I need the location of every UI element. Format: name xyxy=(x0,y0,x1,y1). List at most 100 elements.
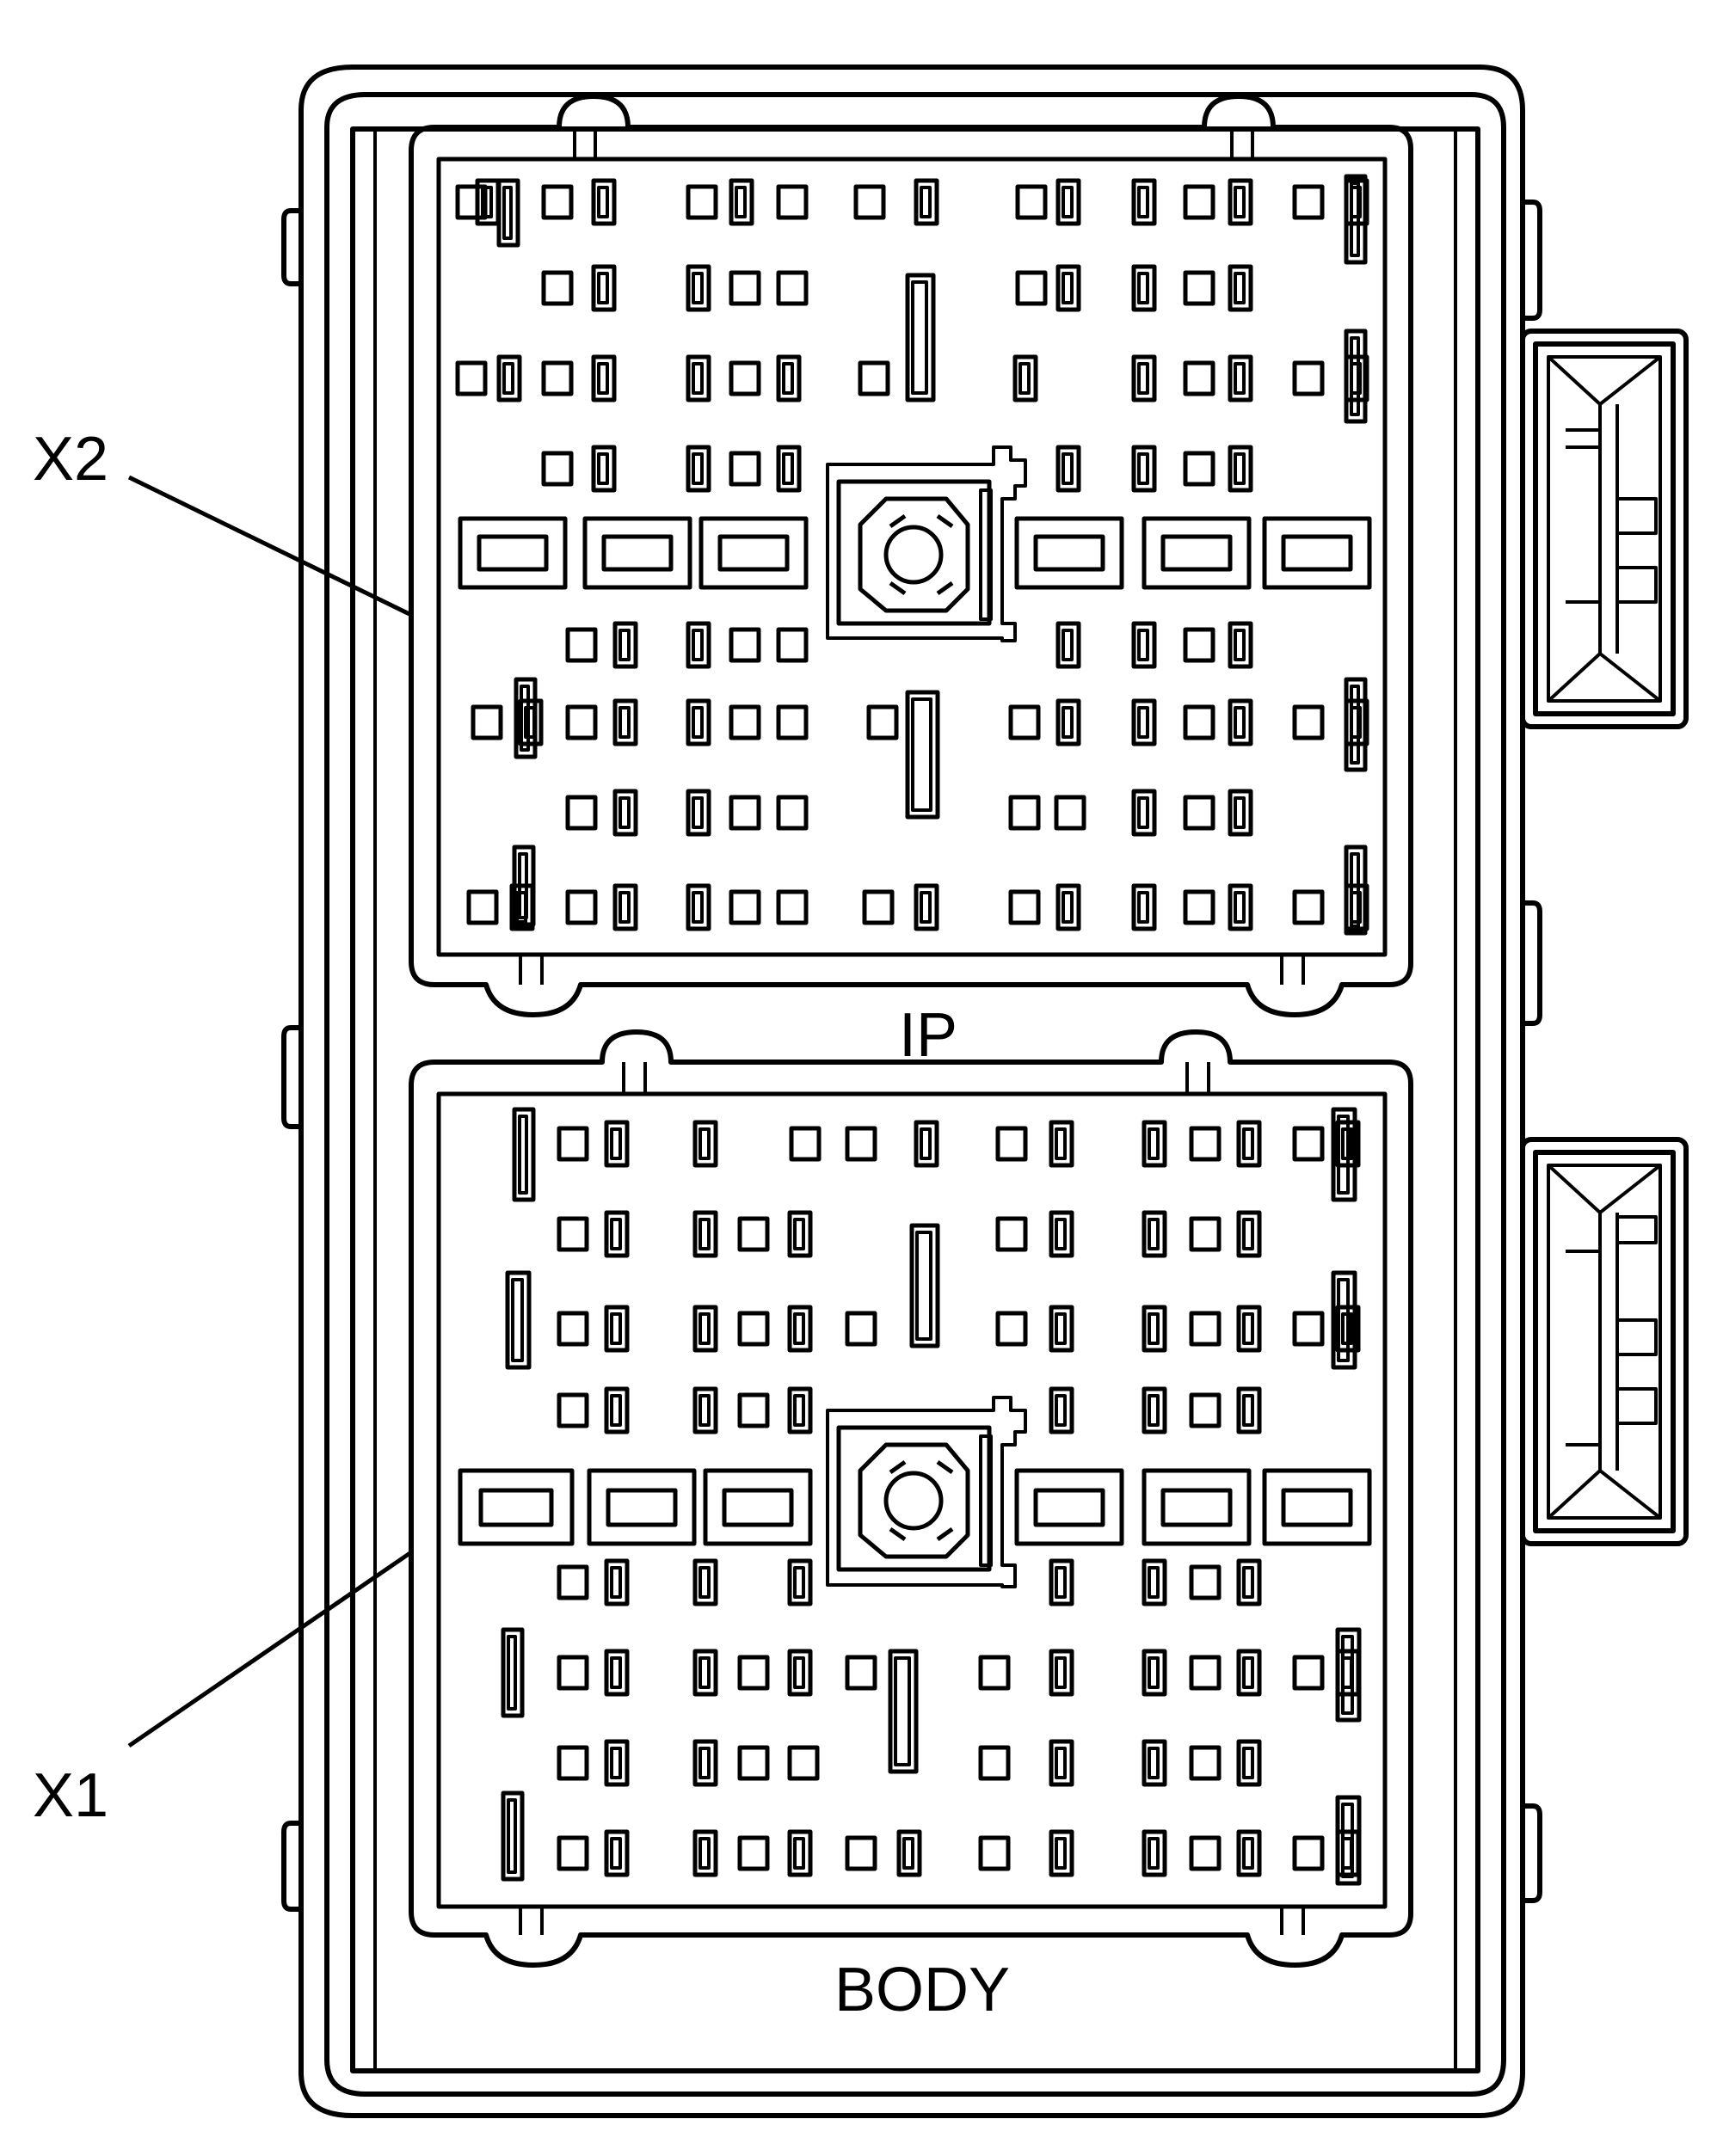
housing-right-bump-2 xyxy=(1523,900,1542,1026)
terminal-cavity xyxy=(1292,1311,1325,1347)
terminal-cavity-tall xyxy=(1236,1210,1262,1258)
terminal-cavity-tall xyxy=(604,1386,630,1434)
terminal-cavity-tall xyxy=(1236,1649,1262,1697)
terminal-cavity-tall xyxy=(1012,354,1038,402)
terminal-cavity-inner xyxy=(518,852,528,919)
terminal-cavity-tall xyxy=(1049,1210,1074,1258)
terminal-cavity-inner xyxy=(920,1127,932,1160)
fuse-slot xyxy=(1014,516,1124,590)
terminal-cavity xyxy=(853,184,886,220)
terminal-cavity-inner xyxy=(1242,1218,1254,1250)
terminal-cavity-tall xyxy=(591,354,617,402)
terminal-cavity-tall xyxy=(686,354,711,402)
terminal-cavity-inner xyxy=(1055,1394,1067,1427)
fuse-slot xyxy=(703,1468,813,1546)
terminal-cavity-tall xyxy=(1049,1829,1074,1877)
terminal-cavity-tall xyxy=(692,1739,718,1787)
terminal-cavity-inner xyxy=(902,1837,914,1870)
terminal-cavity-tall xyxy=(1228,789,1253,837)
terminal-cavity-tall xyxy=(787,1386,813,1434)
terminal-cavity-tall xyxy=(1142,1829,1167,1877)
terminal-cavity-inner xyxy=(1137,796,1149,829)
terminal-cavity xyxy=(1008,795,1041,831)
terminal-cavity-inner xyxy=(698,1394,711,1427)
housing-panel xyxy=(350,126,1480,2073)
terminal-cavity-tall xyxy=(692,1829,718,1877)
terminal-cavity-tall xyxy=(612,883,638,931)
housing-inner-outline xyxy=(324,92,1506,2097)
terminal-cavity-tall xyxy=(1228,698,1253,746)
terminal-cavity-inner xyxy=(610,1747,622,1779)
terminal-cavity-tall xyxy=(1142,1739,1167,1787)
leader-line-x1 xyxy=(127,1550,413,1748)
terminal-cavity-inner xyxy=(502,362,514,395)
leader-line-x2 xyxy=(127,475,413,617)
terminal-cavity xyxy=(978,1655,1011,1691)
terminal-cavity xyxy=(557,1311,589,1347)
terminal-cavity-tall xyxy=(1331,1107,1357,1202)
terminal-cavity-inner xyxy=(1148,1312,1160,1345)
housing-right-bump-1 xyxy=(1523,200,1542,321)
terminal-cavity-tall xyxy=(1049,1739,1074,1787)
terminal-cavity-tall xyxy=(1236,1558,1262,1606)
terminal-cavities-x1 xyxy=(501,1107,1362,1886)
terminal-cavity-tall xyxy=(1228,264,1253,312)
terminal-cavity-inner xyxy=(481,186,493,218)
terminal-cavity-tall xyxy=(514,677,538,759)
terminal-cavity-inner xyxy=(1341,1635,1354,1715)
terminal-cavity xyxy=(565,627,598,663)
terminal-cavity-tall xyxy=(512,845,536,927)
terminal-cavity xyxy=(686,184,718,220)
terminal-cavity-inner xyxy=(1137,272,1149,304)
terminal-cavity xyxy=(466,889,499,925)
terminal-cavity xyxy=(776,270,809,306)
terminal-cavity-tall xyxy=(1142,1210,1167,1258)
terminal-cavity xyxy=(1292,184,1325,220)
terminal-cavity-inner xyxy=(1242,1394,1254,1427)
terminal-cavity-tall xyxy=(505,1270,532,1370)
terminal-cavity-inner xyxy=(1055,1747,1067,1779)
terminal-cavity-tall xyxy=(686,789,711,837)
terminal-cavity-inner xyxy=(1350,852,1360,928)
terminal-cavity-inner xyxy=(1234,629,1246,661)
connector-x1-frame xyxy=(409,1029,1413,1968)
connector-label-x2: X2 xyxy=(33,425,108,494)
fuse-row-x1 xyxy=(458,1468,1372,1546)
terminal-cavity-inner xyxy=(507,1798,517,1874)
terminal-cavity-inner xyxy=(597,452,609,485)
terminal-cavity-tall xyxy=(1236,1386,1262,1434)
terminal-cavity-tall xyxy=(1049,1558,1074,1606)
terminal-cavity-inner xyxy=(1137,452,1149,485)
terminal-cavity-inner xyxy=(1137,706,1149,739)
terminal-cavity-inner xyxy=(1062,629,1074,661)
terminal-cavity xyxy=(729,704,761,740)
terminal-cavity-tall xyxy=(686,445,711,493)
terminal-cavity-tall xyxy=(1236,1305,1262,1353)
terminal-cavity-tall xyxy=(787,1210,813,1258)
fuse-slot xyxy=(1262,516,1372,590)
terminal-cavity-tall xyxy=(692,1558,718,1606)
terminal-cavity-inner xyxy=(1148,1218,1160,1250)
terminal-cavity xyxy=(729,795,761,831)
terminal-cavity xyxy=(1183,360,1215,396)
terminal-cavity xyxy=(1189,1216,1222,1252)
terminal-cavity xyxy=(787,1745,820,1781)
terminal-cavity-tall xyxy=(1335,1795,1362,1886)
terminal-cavity-inner xyxy=(915,1231,932,1341)
terminal-cavity-tall xyxy=(1131,445,1157,493)
terminal-cavity-tall xyxy=(686,264,711,312)
housing-left-bump-2 xyxy=(281,1025,301,1129)
terminal-cavity-inner xyxy=(698,1127,711,1160)
terminal-cavity xyxy=(557,1564,589,1600)
terminal-cavity-inner xyxy=(610,1312,622,1345)
terminal-cavity-tall xyxy=(604,1558,630,1606)
terminal-cavity xyxy=(737,1655,770,1691)
terminal-cavity-tall xyxy=(1344,329,1368,424)
terminal-cavity-inner xyxy=(793,1837,805,1870)
terminal-cavity xyxy=(541,184,574,220)
terminal-cavity xyxy=(1008,889,1041,925)
terminal-cavity-inner xyxy=(782,452,794,485)
terminal-cavity-tall xyxy=(604,1829,630,1877)
terminal-cavity xyxy=(729,360,761,396)
